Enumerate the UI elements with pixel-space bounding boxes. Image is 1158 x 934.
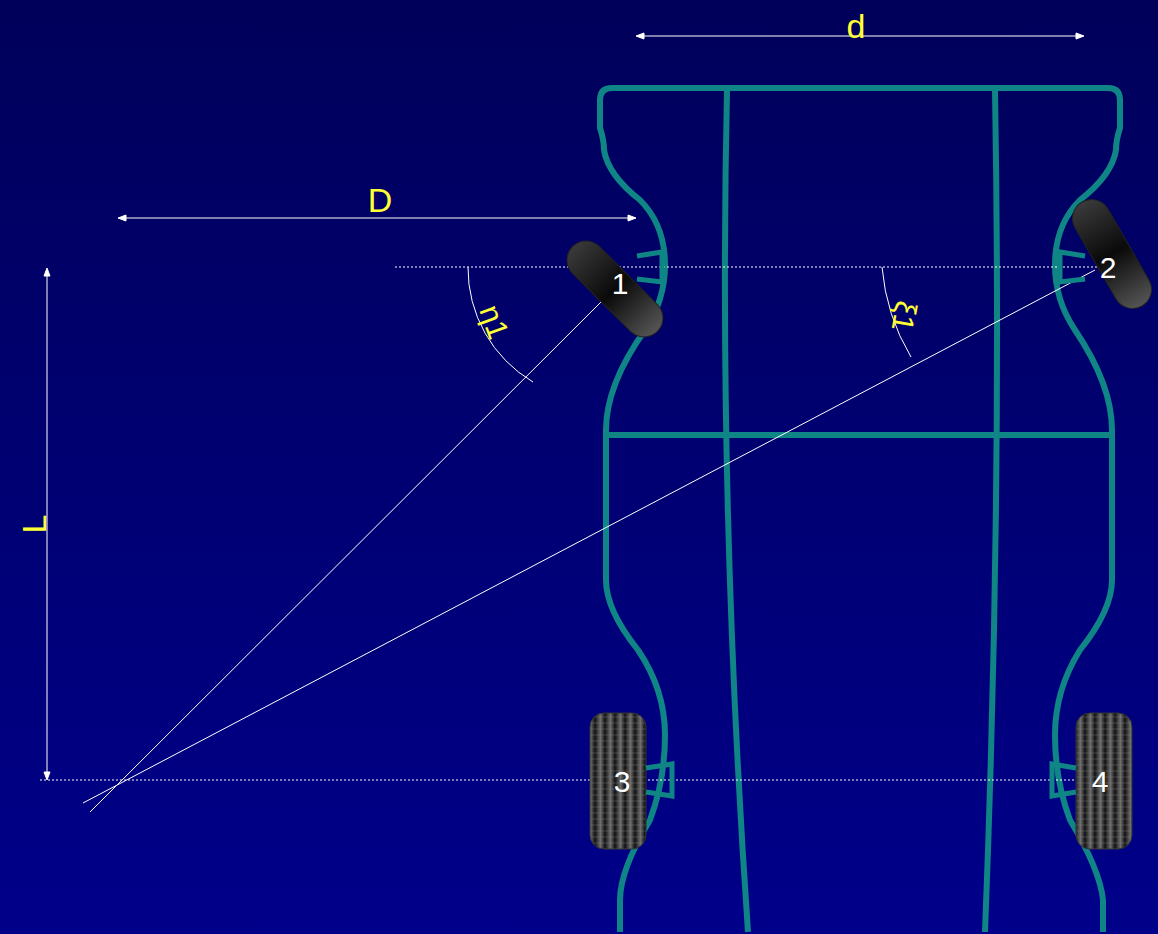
dimension-label: d <box>847 9 866 43</box>
dimension-label: D <box>368 183 393 217</box>
wheel-number: 2 <box>1100 253 1117 283</box>
wheel-number: 4 <box>1092 767 1109 797</box>
dimension-arrows <box>44 33 1084 780</box>
angle-label: η1 <box>474 301 514 343</box>
wheels <box>559 193 1158 849</box>
car-outline <box>600 88 1120 932</box>
angle-label: ξ1 <box>887 299 922 334</box>
wheel-number: 1 <box>612 269 629 299</box>
wheel-number: 3 <box>614 767 631 797</box>
dimension-label: L <box>17 515 51 534</box>
construction-lines <box>40 267 1100 812</box>
